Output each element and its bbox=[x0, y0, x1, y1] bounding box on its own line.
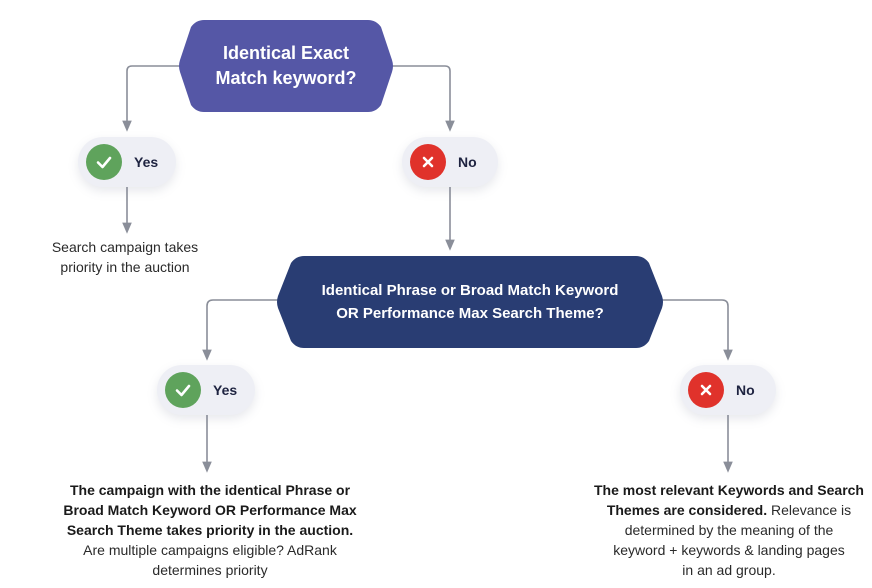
connector-d1-no bbox=[382, 65, 455, 132]
connector-d1-yes bbox=[122, 65, 190, 132]
outcome-no-2-line5: in an ad group. bbox=[682, 562, 776, 578]
outcome-exact-match-yes: Search campaign takes priority in the au… bbox=[30, 237, 220, 277]
decision-2-text: Identical Phrase or Broad Match Keyword … bbox=[322, 279, 619, 325]
outcome-phrase-broad-no: The most relevant Keywords and Search Th… bbox=[585, 480, 872, 580]
x-icon bbox=[688, 372, 724, 408]
outcome-no-2-line4: keyword + keywords & landing pages bbox=[613, 542, 845, 558]
x-icon bbox=[410, 144, 446, 180]
decision-shape bbox=[277, 256, 663, 348]
outcome-no-2-bold2: Themes are considered. bbox=[606, 502, 768, 518]
outcome-no-2-line2-rest: Relevance is bbox=[767, 502, 852, 518]
outcome-yes-2-line4: Are multiple campaigns eligible? AdRank bbox=[83, 542, 337, 558]
branch-yes-2-label: Yes bbox=[213, 382, 238, 398]
outcome-yes-2-bold3: Search Theme takes priority in the aucti… bbox=[66, 522, 354, 538]
decision-1-text: Identical Exact Match keyword? bbox=[215, 41, 356, 91]
branch-yes-1-label: Yes bbox=[134, 154, 159, 170]
outcome-yes-2-bold1: The campaign with the identical Phrase o… bbox=[69, 482, 351, 498]
decision-phrase-broad-pmax: Identical Phrase or Broad Match Keyword … bbox=[276, 256, 664, 348]
connector-d2-no bbox=[650, 299, 733, 361]
decision-1-line2: Match keyword? bbox=[215, 68, 357, 88]
outcome-yes-2-bold2: Broad Match Keyword OR Performance Max bbox=[63, 502, 357, 518]
branch-no-1-label: No bbox=[458, 154, 477, 170]
branch-yes-2: Yes bbox=[157, 365, 255, 415]
outcome-yes-2-line5: determines priority bbox=[152, 562, 268, 578]
branch-no-2-label: No bbox=[736, 382, 755, 398]
decision-2-line2: OR Performance Max Search Theme? bbox=[336, 305, 604, 322]
outcome-phrase-broad-yes: The campaign with the identical Phrase o… bbox=[48, 480, 372, 580]
branch-yes-1: Yes bbox=[78, 137, 176, 187]
connector-d2-yes bbox=[202, 299, 290, 361]
check-icon bbox=[86, 144, 122, 180]
outcome-no-2-bold1: The most relevant Keywords and Search bbox=[594, 482, 864, 498]
branch-no-2: No bbox=[680, 365, 776, 415]
decision-exact-match: Identical Exact Match keyword? bbox=[178, 20, 394, 112]
decision-1-line1: Identical Exact bbox=[222, 43, 350, 63]
outcome-no-2-line2: Themes are considered. Relevance is bbox=[585, 500, 872, 520]
branch-no-1: No bbox=[402, 137, 498, 187]
outcome-yes-1-line1: Search campaign takes bbox=[51, 239, 199, 255]
decision-2-line1: Identical Phrase or Broad Match Keyword bbox=[321, 282, 619, 299]
decision-shape bbox=[179, 20, 393, 112]
check-icon bbox=[165, 372, 201, 408]
outcome-yes-1-line2: priority in the auction bbox=[60, 259, 190, 275]
outcome-no-2-line3: determined by the meaning of the bbox=[624, 522, 834, 538]
